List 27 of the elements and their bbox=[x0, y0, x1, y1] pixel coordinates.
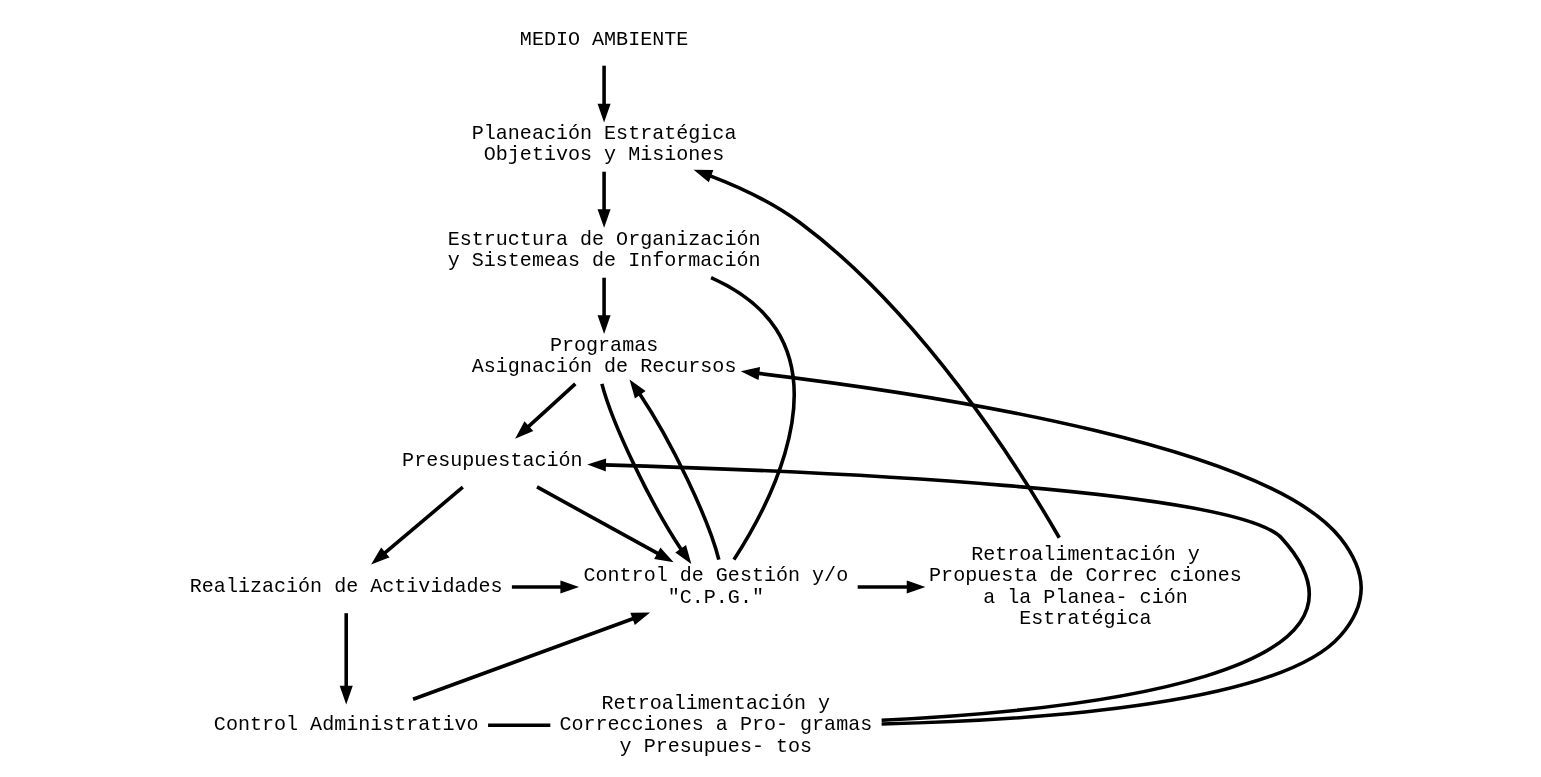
node-text: MEDIO AMBIENTE bbox=[519, 27, 688, 51]
arrow bbox=[597, 277, 611, 334]
connector bbox=[487, 723, 550, 727]
node-text: Control Administrativo bbox=[213, 713, 479, 737]
node-text: Programas Asignación de Recursos bbox=[471, 333, 736, 379]
arrow bbox=[339, 613, 353, 705]
node-text: Retroalimentación y Propuesta de Correc ciones a la Planea- ción Estratégica bbox=[928, 542, 1242, 631]
arrow bbox=[740, 367, 1363, 726]
arrow bbox=[514, 382, 576, 439]
arrow bbox=[597, 65, 611, 123]
node-text: Realización de Actividades bbox=[189, 575, 503, 599]
arrow bbox=[535, 485, 674, 563]
arrow bbox=[597, 171, 611, 228]
arrow bbox=[370, 485, 464, 565]
node-text: Planeación Estratégica Objetivos y Misiones bbox=[471, 121, 736, 167]
arrow bbox=[411, 612, 650, 701]
connector bbox=[709, 276, 796, 561]
arrow bbox=[693, 169, 1061, 539]
arrow bbox=[511, 580, 579, 594]
arrow bbox=[586, 458, 1310, 723]
node-text: Retroalimentación y Correcciones a Pro- gramas y Presupues- tos bbox=[558, 691, 872, 758]
arrow bbox=[629, 379, 721, 561]
node-text: Presupuestación bbox=[401, 449, 583, 473]
node-text: Control de Gestión y/o "C.P.G." bbox=[583, 564, 848, 609]
node-text: Estructura de Organización y Sistemeas de Información bbox=[447, 227, 760, 273]
arrow bbox=[599, 383, 691, 565]
arrow bbox=[857, 580, 925, 594]
